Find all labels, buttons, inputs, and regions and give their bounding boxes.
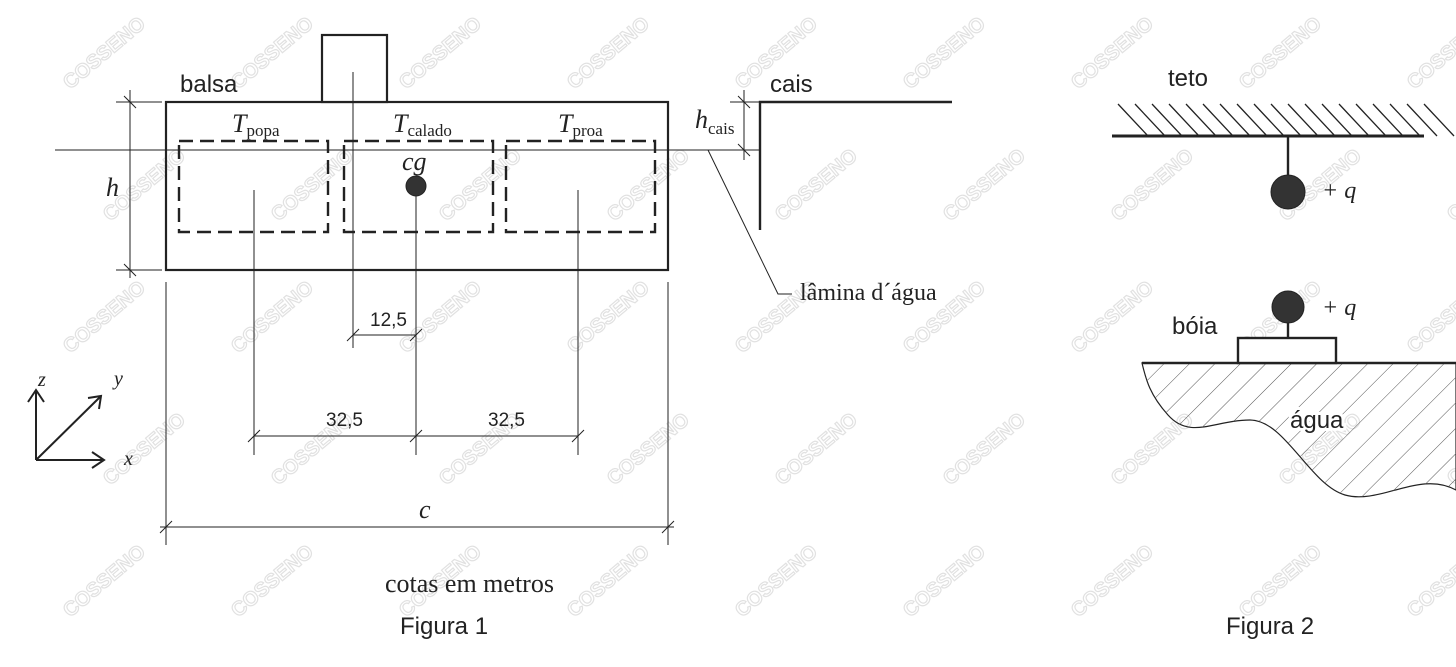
- watermark-text: COSSENO: [1403, 277, 1456, 358]
- figure-1-caption: Figura 1: [400, 613, 488, 640]
- watermark-text: COSSENO: [1235, 13, 1326, 94]
- figure-2-caption: Figura 2: [1226, 613, 1314, 640]
- watermark-text: COSSENO: [939, 409, 1030, 490]
- barge-hull: [164, 100, 670, 272]
- axis-z-label: z: [37, 369, 46, 391]
- barge-cabin: [320, 33, 389, 104]
- c-label: c: [419, 495, 431, 524]
- watermark-text: COSSENO: [435, 145, 526, 226]
- balsa-label: balsa: [180, 71, 238, 98]
- watermark-text: COSSENO: [395, 277, 486, 358]
- watermark-text: COSSENO: [899, 13, 990, 94]
- watermark-text: COSSENO: [939, 145, 1030, 226]
- dim-12-5: 12,5: [370, 310, 407, 331]
- teto-label: teto: [1168, 65, 1208, 92]
- watermark-text: COSSENO: [1107, 145, 1198, 226]
- watermark-text: COSSENO: [59, 13, 150, 94]
- tank-calado: [342, 139, 495, 234]
- cg-label: cg: [402, 147, 427, 176]
- watermark-text: COSSENO: [59, 277, 150, 358]
- watermark-text: COSSENO: [227, 541, 318, 622]
- watermark-text: COSSENO: [899, 541, 990, 622]
- water-label-leader: [707, 149, 792, 295]
- buoy-mass: [1271, 290, 1305, 324]
- watermark-text: COSSENO: [227, 277, 318, 358]
- dim-32-5-right: 32,5: [488, 410, 525, 431]
- watermark-text: COSSENO: [603, 145, 694, 226]
- axis-y-label: y: [112, 368, 123, 390]
- tank-popa: [177, 139, 330, 234]
- t-proa-label: Tproa: [558, 109, 603, 140]
- watermark-text: COSSENO: [99, 409, 190, 490]
- watermark-text: COSSENO: [603, 409, 694, 490]
- watermark-text: COSSENO: [731, 541, 822, 622]
- ceiling-hatch: [1117, 103, 1455, 137]
- buoy: [1236, 336, 1338, 365]
- boia-label: bóia: [1172, 313, 1218, 340]
- watermark-text: COSSENO: [563, 13, 654, 94]
- hanging-mass: [1270, 174, 1306, 210]
- watermark-text: COSSENO: [771, 145, 862, 226]
- watermark: COSSENO COSSENO COSSENO COSSENO COSSENO COSSE…: [58, 12, 1456, 622]
- figure-1: [27, 33, 952, 545]
- watermark-text: COSSENO: [1443, 145, 1456, 226]
- t-calado-label: Tcalado: [393, 109, 452, 140]
- units-note: cotas em metros: [385, 569, 554, 598]
- watermark-text: COSSENO: [1403, 13, 1456, 94]
- watermark-text: COSSENO: [563, 541, 654, 622]
- watermark-text: COSSENO: [1067, 13, 1158, 94]
- watermark-text: COSSENO: [1067, 541, 1158, 622]
- watermark-text: COSSENO: [1235, 541, 1326, 622]
- agua-label: água: [1290, 407, 1344, 434]
- tank-proa: [504, 139, 657, 234]
- watermark-text: COSSENO: [563, 277, 654, 358]
- q-bottom-label: + q: [1322, 295, 1356, 321]
- watermark-text: COSSENO: [1067, 277, 1158, 358]
- cg-point: [405, 175, 427, 197]
- watermark-text: COSSENO: [227, 13, 318, 94]
- cais-label: cais: [770, 71, 813, 98]
- watermark-text: COSSENO: [395, 13, 486, 94]
- h-cais-label: hcais: [695, 105, 734, 138]
- q-top-label: + q: [1322, 178, 1356, 204]
- dim-32-5-left: 32,5: [326, 410, 363, 431]
- watermark-text: COSSENO: [771, 409, 862, 490]
- watermark-text: COSSENO: [59, 541, 150, 622]
- t-popa-label: Tpopa: [232, 109, 280, 140]
- h-label: h: [106, 173, 119, 202]
- watermark-text: COSSENO: [1403, 541, 1456, 622]
- axis-x-label: x: [123, 448, 133, 470]
- lamina-label: lâmina d´água: [800, 280, 937, 306]
